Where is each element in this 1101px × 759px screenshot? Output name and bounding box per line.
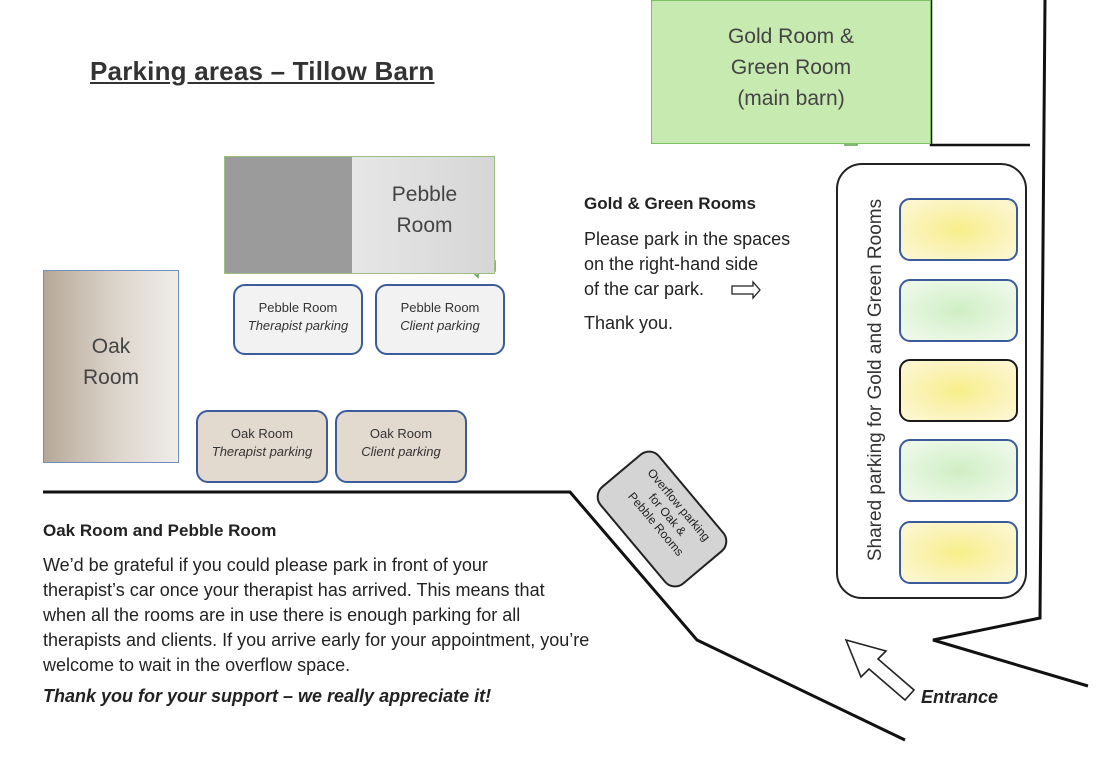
instruction-line: on the right-hand side: [584, 254, 759, 274]
instruction-line: Please park in the spaces: [584, 229, 791, 249]
oak-pebble-heading: Oak Room and Pebble Room: [43, 521, 277, 540]
instruction-line: when all the rooms are in use there is e…: [43, 605, 521, 625]
space-type-label: Client parking: [400, 318, 480, 333]
shared-parking-area: [836, 163, 1027, 599]
space-type-label: Therapist parking: [211, 444, 313, 459]
gold-green-room-label: Gold Room & Green Room (main barn): [652, 21, 930, 114]
space-room-label: Oak Room: [230, 426, 294, 441]
gold-green-line-3: (main barn): [737, 87, 845, 110]
gold-green-line-1: Gold Room &: [727, 25, 855, 48]
oak-line-2: Room: [82, 366, 140, 389]
oak-room-label: Oak Room: [44, 331, 178, 393]
gold-green-thanks: Thank you.: [584, 313, 674, 333]
shared-bay: [899, 279, 1018, 342]
road-edge-right: [932, 0, 1089, 688]
page-title: Parking areas – Tillow Barn: [90, 56, 435, 86]
pebble-line-2: Room: [396, 214, 453, 237]
gold-green-instructions: Please park in the spaces on the right-h…: [584, 227, 790, 302]
space-type-label: Therapist parking: [247, 318, 349, 333]
pebble-room-label: Pebble Room: [355, 179, 494, 241]
road-edge-left: [43, 490, 906, 742]
shared-bay: [899, 198, 1018, 261]
instruction-line: therapists and clients. If you arrive ea…: [43, 630, 590, 650]
shared-bay: [899, 359, 1018, 422]
entrance-label: Entrance: [921, 687, 999, 707]
pebble-line-1: Pebble: [391, 183, 458, 206]
oak-room-building: Oak Room: [43, 270, 179, 463]
instruction-line: therapist’s car once your therapist has …: [43, 580, 545, 600]
oak-line-1: Oak: [91, 335, 131, 358]
shared-bay: [899, 439, 1018, 502]
pebble-client-space: Pebble Room Client parking: [375, 284, 505, 355]
right-arrow-icon: [731, 280, 761, 300]
space-type-label: Client parking: [361, 444, 441, 459]
shared-parking-label: Shared parking for Gold and Green Rooms: [865, 198, 886, 562]
instruction-line: We’d be grateful if you could please par…: [43, 555, 488, 575]
barn-boundary: [929, 0, 1030, 147]
space-room-label: Pebble Room: [258, 300, 338, 315]
gold-green-heading: Gold & Green Rooms: [584, 194, 756, 213]
closing-thanks: Thank you for your support – we really a…: [43, 686, 492, 706]
pebble-therapist-space: Pebble Room Therapist parking: [233, 284, 363, 355]
gold-green-line-2: Green Room: [730, 56, 852, 79]
entrance-arrow-icon: [844, 638, 916, 702]
oak-pebble-instructions: We’d be grateful if you could please par…: [43, 553, 589, 678]
oak-client-space: Oak Room Client parking: [335, 410, 467, 483]
shared-bay: [899, 521, 1018, 584]
pebble-room-building: Pebble Room: [224, 156, 495, 274]
space-room-label: Oak Room: [369, 426, 433, 441]
instruction-line: welcome to wait in the overflow space.: [43, 655, 351, 675]
instruction-line: of the car park.: [584, 279, 705, 299]
gold-green-room-building: Gold Room & Green Room (main barn): [651, 0, 931, 144]
space-room-label: Pebble Room: [400, 300, 480, 315]
oak-therapist-space: Oak Room Therapist parking: [196, 410, 328, 483]
